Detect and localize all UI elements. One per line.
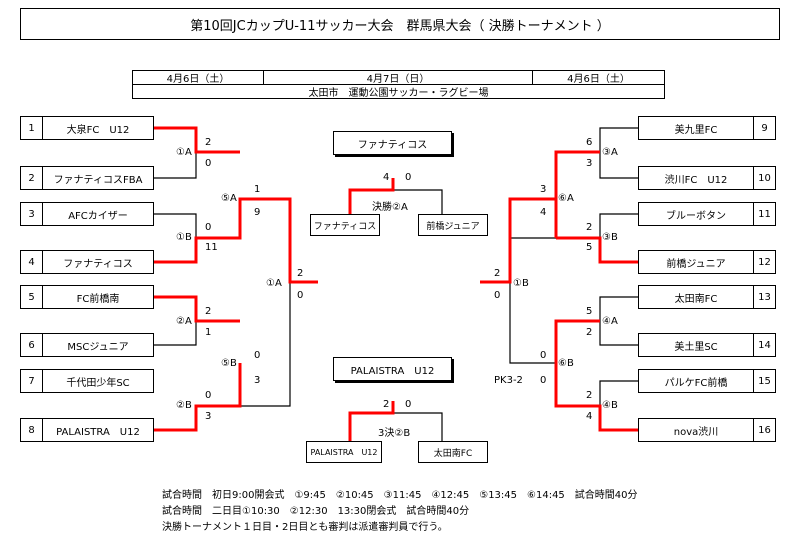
score: 9 — [254, 207, 261, 218]
note-line-3: 決勝トーナメント１日目・2日目とも審判は派遣審判員で行う。 — [162, 522, 448, 533]
match-label: ③A — [602, 147, 618, 158]
final-label: 決勝②A — [372, 202, 408, 213]
third-score: 2 — [383, 399, 390, 410]
match-label: ①B — [513, 278, 529, 289]
match-label: ①A — [176, 147, 192, 158]
score: 4 — [540, 207, 547, 218]
score: 0 — [205, 158, 212, 169]
final-score: 0 — [405, 172, 412, 183]
score: 2 — [494, 268, 501, 279]
match-label: ④A — [602, 316, 618, 327]
score: 3 — [205, 411, 212, 422]
score: 1 — [205, 327, 212, 338]
score: 1 — [254, 184, 261, 195]
score: 6 — [586, 137, 593, 148]
header-venue: 太田市 運動公園サッカー・ラグビー場 — [132, 84, 665, 99]
third-left-team: PALAISTRA U12 — [306, 441, 382, 463]
score: 2 — [586, 390, 593, 401]
match-label: ⑤A — [221, 193, 237, 204]
score: 2 — [586, 222, 593, 233]
match-label: ②B — [176, 400, 192, 411]
match-label: ①A — [266, 278, 282, 289]
score: 3 — [254, 375, 261, 386]
score: 3 — [586, 158, 593, 169]
score: 11 — [205, 242, 218, 253]
score: 2 — [297, 268, 304, 279]
final-winner: ファナティコス — [333, 131, 452, 155]
third-label: 3決②B — [378, 428, 411, 439]
third-winner: PALAISTRA U12 — [333, 357, 452, 381]
score: 5 — [586, 306, 593, 317]
third-right-team: 太田南FC — [418, 441, 488, 463]
score: 0 — [494, 290, 501, 301]
pk-score: PK3-2 — [494, 375, 523, 386]
score: 0 — [205, 222, 212, 233]
score: 4 — [586, 411, 593, 422]
score: 3 — [540, 184, 547, 195]
score: 5 — [586, 242, 593, 253]
final-score: 4 — [383, 172, 390, 183]
match-label: ②A — [176, 316, 192, 327]
score: 0 — [254, 350, 261, 361]
note-line-2: 試合時間 二日目①10:30 ②12:30 13:30閉会式 試合時間40分 — [162, 506, 470, 517]
score: 0 — [297, 290, 304, 301]
score: 0 — [205, 390, 212, 401]
page-title: 第10回JCカップU-11サッカー大会 群馬県大会（ 決勝トーナメント ） — [20, 8, 780, 40]
score: 0 — [540, 350, 547, 361]
match-label: ①B — [176, 232, 192, 243]
final-right-team: 前橋ジュニア — [418, 214, 488, 236]
score: 2 — [205, 137, 212, 148]
match-label: ⑥A — [558, 193, 574, 204]
note-line-1: 試合時間 初日9:00開会式 ①9:45 ②10:45 ③11:45 ④12:4… — [162, 490, 638, 501]
match-label: ④B — [602, 400, 618, 411]
third-score: 0 — [405, 399, 412, 410]
score: 0 — [540, 375, 547, 386]
final-left-team: ファナティコス — [310, 214, 380, 236]
match-label: ⑥B — [558, 358, 574, 369]
score: 2 — [205, 306, 212, 317]
match-label: ⑤B — [221, 358, 237, 369]
score: 2 — [586, 327, 593, 338]
match-label: ③B — [602, 232, 618, 243]
